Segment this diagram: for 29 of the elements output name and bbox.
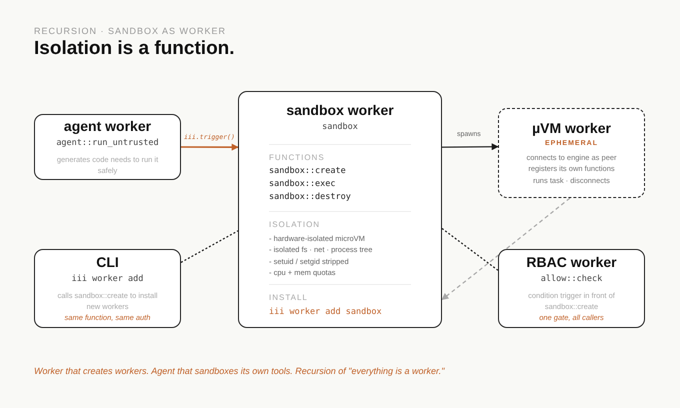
diagram-title: Isolation is a function. [34,38,235,60]
arrow [442,143,499,150]
worker-card [498,249,645,328]
section-heading: INSTALL [269,284,411,302]
worker-card [34,249,181,328]
section-heading: ISOLATION [269,211,411,229]
worker-card [238,91,442,328]
worker-card [498,108,645,198]
eyebrow-label: RECURSION · SANDBOX AS WORKER [34,26,226,36]
connector-line [442,228,498,271]
function-name: sandbox::exec [269,179,337,189]
function-name: sandbox::destroy [269,192,352,202]
connector-line [180,230,238,263]
section-heading: FUNCTIONS [269,144,411,162]
worker-card [34,114,181,180]
function-name: agent::run_untrusted [56,138,159,148]
function-name: sandbox [321,122,359,132]
node-title: agent worker [64,118,152,134]
node-title: CLI [96,254,119,270]
install-command: iii worker add sandbox [269,307,383,317]
node-title: sandbox worker [285,102,395,118]
function-name: allow::check [540,274,602,284]
node-title: RBAC worker [526,254,617,270]
function-name: iii worker add [72,274,144,284]
function-name: sandbox::create [269,166,347,176]
node-title: µVM worker [532,120,611,136]
caption: Worker that creates workers. Agent that sandboxes its own tools. Recursion of "everything is a worker." [34,366,444,376]
arrow [181,144,239,151]
arrow [441,198,570,300]
